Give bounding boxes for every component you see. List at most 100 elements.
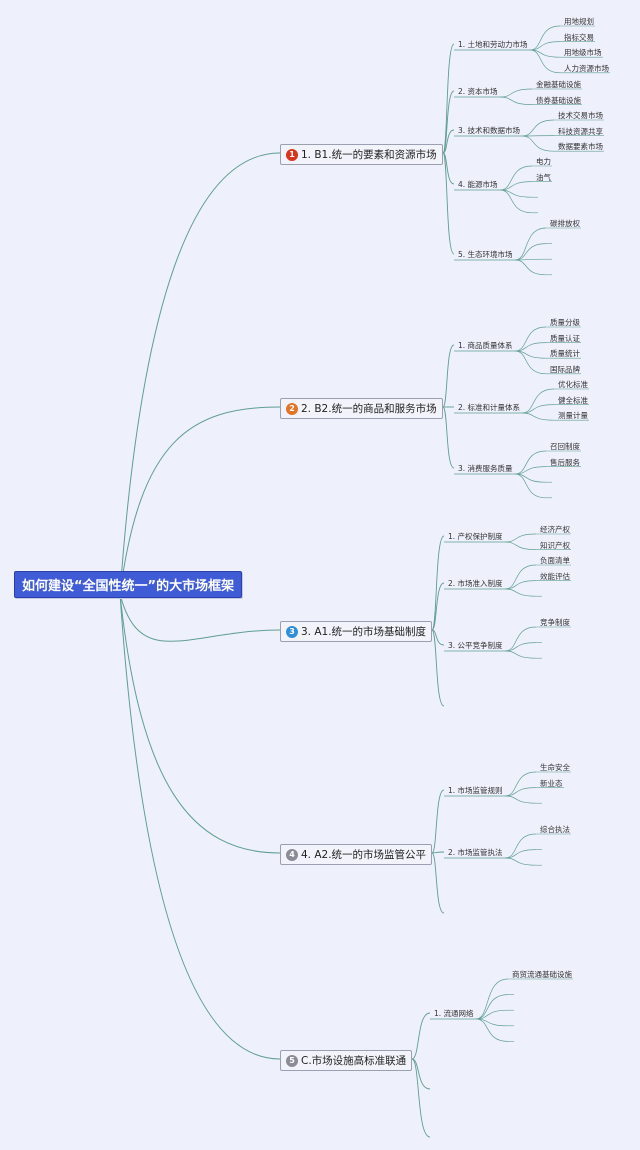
leaf-topic[interactable]: 质量分级 — [550, 318, 580, 327]
leaf-topic[interactable]: 售后服务 — [550, 457, 580, 467]
leaf-topic[interactable]: 健全标准 — [558, 395, 588, 405]
subtopic[interactable]: 4. 能源市场 — [458, 180, 498, 189]
connector-line — [504, 533, 537, 543]
connector-line — [504, 626, 537, 652]
number-badge-icon: 1 — [286, 148, 298, 161]
leaf-topic[interactable]: 优化标准 — [558, 380, 588, 389]
subtopic[interactable]: 1. 商品质量体系 — [458, 341, 513, 350]
subtopic[interactable]: 2. 标准和计量体系 — [458, 403, 521, 412]
connector-line — [504, 833, 537, 859]
connector-line — [504, 642, 537, 652]
connector-line — [431, 629, 445, 707]
leaf-topic[interactable]: 新业态 — [540, 778, 563, 788]
connector-line — [521, 388, 555, 414]
connector-line — [499, 165, 533, 191]
connector-line — [504, 787, 537, 797]
branch-label: 1. B1.统一的要素和资源市场 — [301, 149, 437, 161]
connector-line — [119, 593, 281, 1060]
connector-line — [499, 96, 533, 105]
connector-line — [504, 580, 537, 590]
subtopic[interactable]: 1. 产权保护制度 — [448, 532, 503, 541]
connector-line — [504, 857, 537, 866]
leaf-topic[interactable]: 金融基础设施 — [536, 80, 581, 89]
leaf-topic[interactable]: 商贸流通基础设施 — [512, 970, 572, 979]
connector-line — [504, 771, 537, 797]
connector-line — [514, 243, 547, 261]
root-topic[interactable]: 如何建设“全国性统一”的大市场框架 — [14, 571, 243, 598]
connector-line — [504, 541, 537, 550]
leaf-topic[interactable]: 碳排放权 — [550, 219, 580, 228]
leaf-topic[interactable]: 用地级市场 — [564, 48, 602, 58]
leaf-topic[interactable]: 生命安全 — [540, 763, 570, 772]
connector-line — [119, 593, 281, 642]
leaf-topic[interactable]: 经济产权 — [540, 525, 570, 534]
leaf-topic[interactable]: 油气 — [536, 172, 551, 182]
leaf-topic[interactable]: 召回制度 — [550, 442, 580, 451]
leaf-topic[interactable]: 国际品牌 — [550, 364, 580, 374]
connector-line — [521, 404, 555, 414]
subtopic[interactable]: 1. 土地和劳动力市场 — [458, 40, 528, 49]
connector-line — [504, 795, 537, 804]
number-badge-icon: 4 — [286, 848, 298, 861]
connector-line — [475, 978, 509, 1020]
leaf-topic[interactable]: 质量统计 — [550, 349, 580, 359]
connector-line — [442, 344, 455, 408]
branch-label: 2. B2.统一的商品和服务市场 — [301, 403, 437, 415]
connector-line — [431, 852, 445, 914]
branch-label: 3. A1.统一的市场基础制度 — [301, 626, 427, 638]
connector-line — [499, 181, 533, 191]
connector-line — [521, 135, 555, 152]
connector-line — [411, 1058, 431, 1138]
subtopic[interactable]: 5. 生态环境市场 — [458, 250, 513, 259]
leaf-topic[interactable]: 知识产权 — [540, 540, 570, 550]
subtopic[interactable]: 1. 流通网络 — [434, 1009, 474, 1018]
leaf-topic[interactable]: 用地规划 — [564, 17, 594, 26]
connector-line — [442, 90, 455, 154]
connector-line — [514, 473, 547, 499]
number-badge-icon: 5 — [286, 1054, 298, 1067]
connector-line — [475, 994, 509, 1020]
subtopic[interactable]: 2. 市场监管执法 — [448, 848, 503, 857]
connector-line — [521, 119, 555, 137]
subtopic[interactable]: 3. 消费服务质量 — [458, 464, 513, 473]
leaf-topic[interactable]: 债券基础设施 — [536, 95, 581, 105]
subtopic[interactable]: 3. 技术和数据市场 — [458, 126, 521, 135]
leaf-topic[interactable]: 数据要素市场 — [558, 142, 603, 152]
connector-line — [521, 412, 555, 421]
leaf-topic[interactable]: 负面清单 — [540, 556, 570, 565]
leaf-topic[interactable]: 电力 — [536, 157, 551, 166]
leaf-topic[interactable]: 质量认证 — [550, 333, 580, 343]
subtopic[interactable]: 1. 市场监管规则 — [448, 786, 503, 795]
branch-label: 4. A2.统一的市场监管公平 — [301, 849, 427, 861]
connector-line — [431, 789, 445, 854]
branch-label: C.市场设施高标准联通 — [301, 1055, 407, 1067]
connector-line — [475, 1009, 509, 1020]
connector-line — [514, 227, 547, 261]
subtopic[interactable]: 2. 市场准入制度 — [448, 579, 503, 588]
leaf-topic[interactable]: 指标交易 — [564, 32, 594, 42]
connector-line — [431, 535, 445, 631]
connector-line — [504, 849, 537, 859]
connector-line — [504, 588, 537, 597]
number-badge-icon: 2 — [286, 402, 298, 415]
connector-line — [514, 350, 547, 375]
leaf-topic[interactable]: 综合执法 — [540, 825, 570, 834]
leaf-topic[interactable]: 竞争制度 — [540, 618, 570, 627]
connector-line — [442, 406, 455, 469]
leaf-topic[interactable]: 技术交易市场 — [558, 111, 603, 120]
leaf-topic[interactable]: 科技资源共享 — [558, 126, 603, 136]
leaf-topic[interactable]: 人力资源市场 — [564, 63, 609, 73]
connector-line — [475, 1018, 509, 1042]
subtopic[interactable]: 2. 资本市场 — [458, 87, 498, 96]
leaf-topic[interactable]: 测量计量 — [558, 411, 588, 421]
connector-line — [504, 564, 537, 590]
subtopic[interactable]: 3. 公平竞争制度 — [448, 641, 503, 650]
leaf-topic[interactable]: 效能评估 — [540, 571, 570, 581]
